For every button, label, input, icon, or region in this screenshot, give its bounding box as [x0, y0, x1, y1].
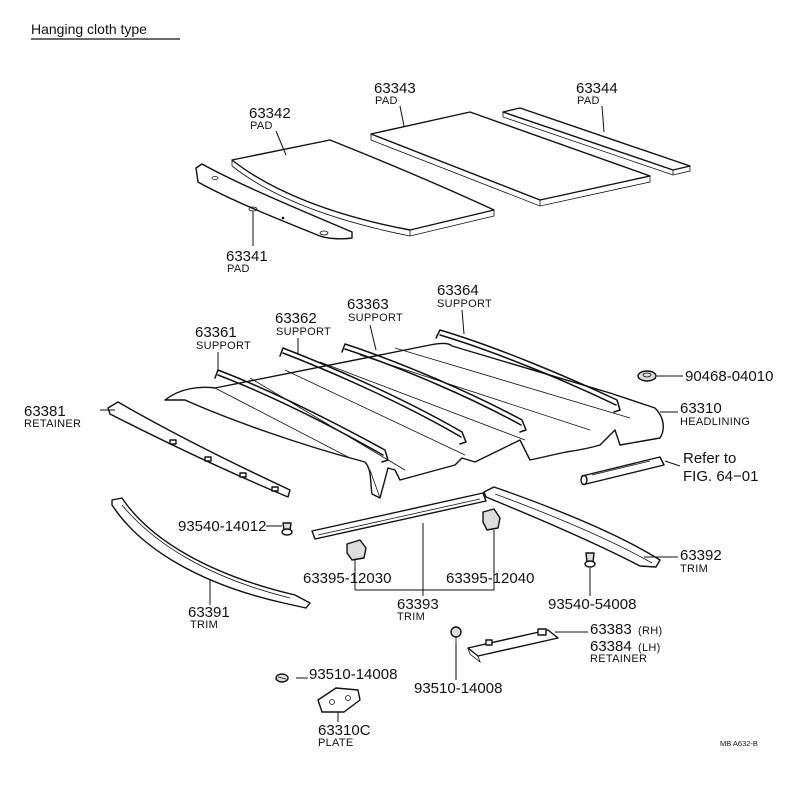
diagram-title: Hanging cloth type	[31, 21, 147, 37]
refer-part-drawing	[580, 456, 665, 486]
label-63383-number: 63383	[590, 621, 632, 638]
pad-63343-drawing	[370, 111, 651, 207]
label-63344-name: PAD	[577, 95, 600, 107]
label-63344-number: 63344	[576, 80, 618, 97]
label-63362-name: SUPPORT	[276, 326, 331, 338]
label-63310-name: HEADLINING	[680, 416, 750, 428]
clip-63395-12040-drawing	[482, 508, 501, 531]
headlining-63310-drawing	[164, 342, 664, 499]
plate-63310c-drawing	[317, 687, 361, 713]
pad-63341-drawing	[195, 163, 353, 240]
label-63383-side: (RH)	[638, 625, 662, 637]
label-63395-12040-number: 63395-12040	[446, 570, 534, 587]
label-63310c-number: 63310C	[318, 722, 371, 739]
trim-63392-drawing	[483, 486, 661, 568]
label-63310c-name: PLATE	[318, 737, 354, 749]
label-63384-side: (LH)	[638, 642, 661, 654]
label-63393-name: TRIM	[397, 611, 425, 623]
label-63384-name: RETAINER	[590, 653, 647, 665]
screw-93540-14012-drawing	[281, 522, 293, 536]
pad-63344-drawing	[502, 107, 691, 176]
support-63363-drawing	[341, 343, 527, 433]
label-93510-14008-a-number: 93510-14008	[309, 666, 397, 683]
label-63391-number: 63391	[188, 604, 230, 621]
label-63343-number: 63343	[374, 80, 416, 97]
label-63363-name: SUPPORT	[348, 312, 403, 324]
leader-lines	[100, 105, 683, 722]
figure-code: MB A632-B	[720, 739, 758, 748]
screw-93510-14008-b-drawing	[450, 626, 462, 643]
support-63364-drawing	[435, 329, 621, 413]
label-63342-name: PAD	[250, 120, 273, 132]
retainer-63381-drawing	[107, 401, 291, 498]
label-63392-name: TRIM	[680, 563, 708, 575]
label-63361-number: 63361	[195, 324, 237, 341]
label-63342-number: 63342	[249, 105, 291, 122]
pad-63342-drawing	[231, 139, 495, 237]
trim-63393-drawing	[311, 492, 487, 540]
clip-90468-drawing	[637, 370, 657, 382]
label-90468-number: 90468-04010	[685, 368, 773, 385]
label-63395-12030-number: 63395-12030	[303, 570, 391, 587]
label-93540-14012-number: 93540-14012	[178, 518, 266, 535]
label-93510-14008-b-number: 93510-14008	[414, 680, 502, 697]
label-63364-number: 63364	[437, 282, 479, 299]
label-63362-number: 63362	[275, 310, 317, 327]
refer-line-1: Refer to	[683, 450, 736, 467]
screw-93540-54008-drawing	[584, 552, 596, 568]
label-63361-name: SUPPORT	[196, 340, 251, 352]
label-63381-name: RETAINER	[24, 418, 81, 430]
refer-line-2: FIG. 64−01	[683, 468, 758, 485]
support-63362-drawing	[279, 347, 467, 445]
label-63363-number: 63363	[347, 296, 389, 313]
label-63393-number: 63393	[397, 596, 439, 613]
label-63341-name: PAD	[227, 263, 250, 275]
label-63384-number: 63384	[590, 638, 632, 655]
support-63361-drawing	[214, 369, 389, 463]
retainer-63383-drawing	[467, 628, 559, 664]
label-63392-number: 63392	[680, 547, 722, 564]
label-63391-name: TRIM	[190, 619, 218, 631]
label-63381-number: 63381	[24, 403, 66, 420]
label-93540-54008-number: 93540-54008	[548, 596, 636, 613]
label-63310-number: 63310	[680, 400, 722, 417]
trim-63391-drawing	[111, 497, 311, 609]
clip-63395-12030-drawing	[346, 539, 367, 561]
label-63343-name: PAD	[375, 95, 398, 107]
label-63341-number: 63341	[226, 248, 268, 265]
screw-93510-14008-a-drawing	[275, 673, 289, 683]
label-63364-name: SUPPORT	[437, 298, 492, 310]
